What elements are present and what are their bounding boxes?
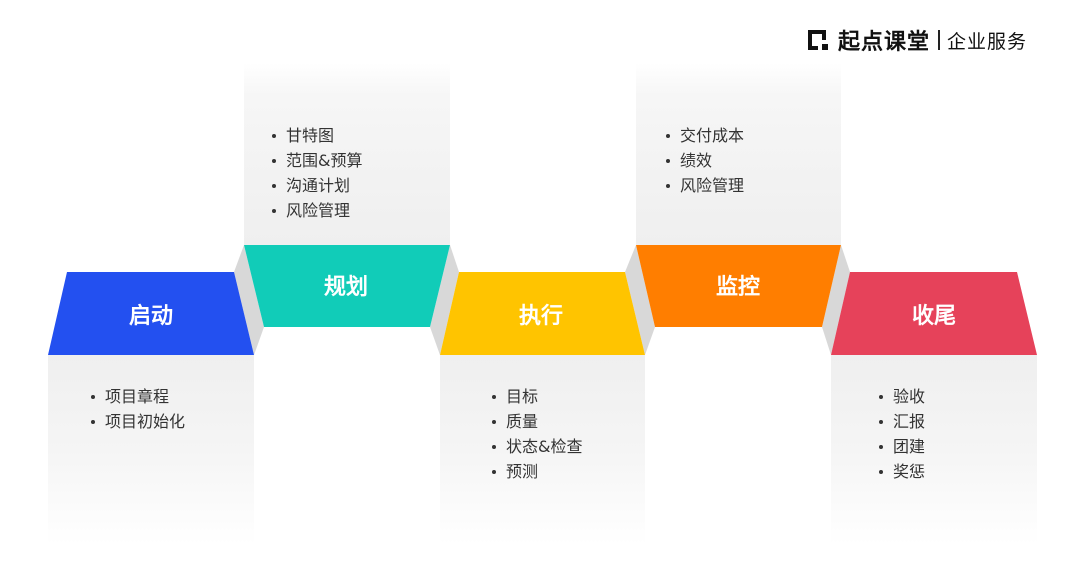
- close-item-list: 验收 汇报 团建 奖惩: [877, 384, 925, 484]
- bevel-initiate-plan: [234, 245, 264, 355]
- list-item: 项目初始化: [89, 409, 185, 434]
- plan-panel: [244, 63, 450, 245]
- monitor-item-list: 交付成本 绩效 风险管理: [664, 123, 744, 198]
- stage-execute-shape: [440, 272, 645, 355]
- brand-logo: 起点课堂 企业服务: [806, 27, 1028, 55]
- list-item: 质量: [490, 409, 582, 434]
- stage-monitor-label: 监控: [715, 275, 761, 300]
- list-item: 奖惩: [877, 459, 925, 484]
- initiate-panel: [48, 355, 254, 545]
- execute-panel: [440, 355, 645, 545]
- list-item: 交付成本: [664, 123, 744, 148]
- list-item: 甘特图: [270, 123, 362, 148]
- plan-item-list: 甘特图 范围&预算 沟通计划 风险管理: [270, 123, 362, 223]
- brand-divider: [938, 30, 941, 50]
- brand-logo-icon: [806, 28, 830, 52]
- stage-initiate-shape: [48, 272, 254, 355]
- list-item: 状态&检查: [490, 434, 582, 459]
- brand-subtitle: 企业服务: [947, 30, 1028, 53]
- stage-monitor-shape: [636, 245, 841, 327]
- stage-initiate-label: 启动: [128, 304, 174, 329]
- close-panel: [831, 355, 1037, 545]
- stage-execute-label: 执行: [518, 304, 564, 329]
- monitor-panel: [636, 63, 841, 245]
- list-item: 团建: [877, 434, 925, 459]
- bevel-execute-monitor: [625, 245, 655, 355]
- list-item: 绩效: [664, 148, 744, 173]
- list-item: 预测: [490, 459, 582, 484]
- stage-close-shape: [831, 272, 1037, 355]
- bevel-monitor-close: [822, 245, 850, 355]
- stage-close-label: 收尾: [911, 304, 957, 329]
- list-item: 范围&预算: [270, 148, 362, 173]
- stage-plan-label: 规划: [323, 275, 369, 300]
- list-item: 项目章程: [89, 384, 185, 409]
- list-item: 目标: [490, 384, 582, 409]
- brand-name: 起点课堂: [838, 30, 931, 55]
- list-item: 风险管理: [270, 198, 362, 223]
- stage-plan-shape: [244, 245, 450, 327]
- list-item: 风险管理: [664, 173, 744, 198]
- initiate-item-list: 项目章程 项目初始化: [89, 384, 185, 434]
- execute-item-list: 目标 质量 状态&检查 预测: [490, 384, 582, 484]
- list-item: 验收: [877, 384, 925, 409]
- bevel-plan-execute: [430, 245, 459, 355]
- list-item: 汇报: [877, 409, 925, 434]
- list-item: 沟通计划: [270, 173, 362, 198]
